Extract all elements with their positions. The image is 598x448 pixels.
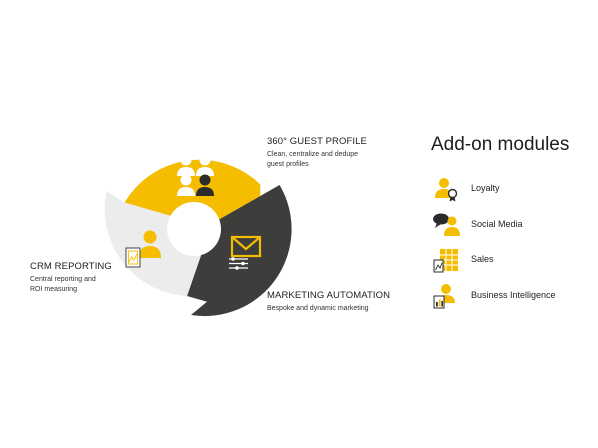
addon-item-label: Sales: [471, 254, 494, 264]
report-user-icon: [125, 230, 161, 268]
guest-profile-title: 360° GUEST PROFILE: [267, 136, 367, 147]
envelope-settings-icon: [229, 235, 262, 270]
loyalty-icon: [435, 178, 458, 202]
marketing-automation-title: MARKETING AUTOMATION: [267, 290, 391, 301]
social-media-icon: [433, 213, 460, 236]
cycle-center: [167, 202, 221, 256]
marketing-automation-description: Bespoke and dynamic marketing: [267, 304, 397, 314]
crm-reporting-description: Central reporting and ROI measuring: [30, 275, 125, 295]
addon-item-loyalty: Loyalty: [432, 176, 572, 202]
addon-item-social-media: Social Media: [432, 212, 572, 238]
segment-crm-reporting: [104, 190, 212, 296]
addon-item-label: Business Intelligence: [471, 290, 556, 300]
business-intelligence-icon: [433, 284, 455, 309]
addon-item-sales: Sales: [432, 247, 572, 273]
addon-item-business-intelligence: Business Intelligence: [432, 283, 572, 309]
crm-reporting-desc-line-1: Central reporting and: [30, 276, 96, 283]
addon-item-label: Loyalty: [471, 183, 500, 193]
marketing-automation-desc-line-1: Bespoke and dynamic marketing: [267, 305, 369, 312]
crm-reporting-title: CRM REPORTING: [30, 261, 112, 272]
addon-item-label: Social Media: [471, 219, 523, 229]
guest-profile-desc-line-1: Clean, centralize and dedupe: [267, 151, 359, 158]
guest-profile-description: Clean, centralize and dedupe guest profi…: [267, 150, 387, 170]
crm-reporting-desc-line-2: ROI measuring: [30, 286, 78, 293]
addon-modules-heading: Add-on modules: [431, 134, 570, 155]
guest-profile-desc-line-2: guest profiles: [267, 161, 309, 168]
sales-icon: [433, 249, 458, 273]
segment-marketing-automation: [187, 185, 292, 317]
guests-icon: [177, 154, 214, 196]
